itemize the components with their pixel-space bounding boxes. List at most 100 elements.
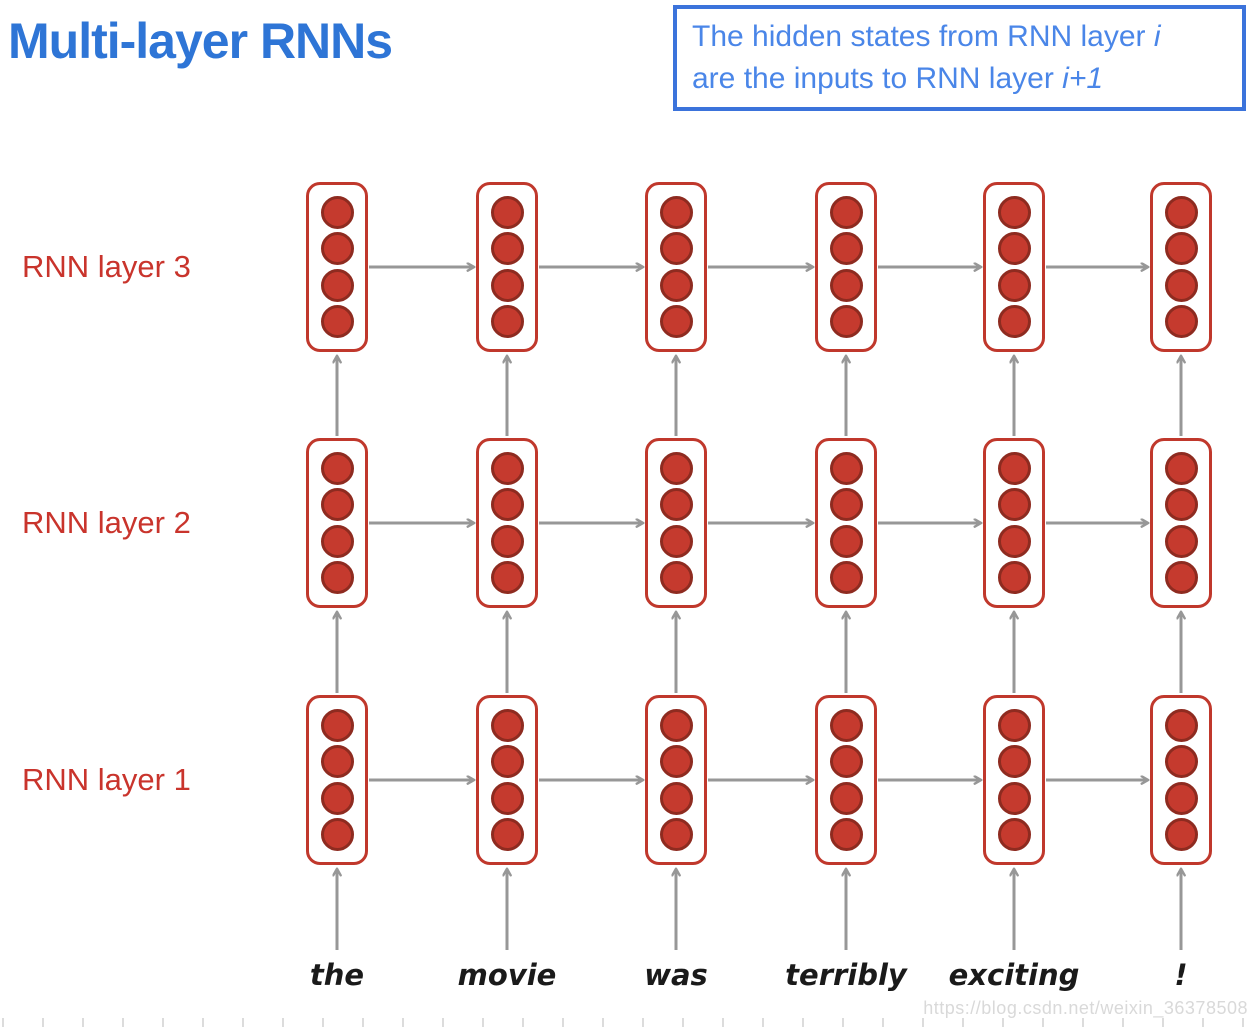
hidden-unit-circle <box>997 304 1031 338</box>
hidden-unit-circle <box>659 781 693 815</box>
page-title: Multi-layer RNNs <box>8 13 393 69</box>
hidden-unit-circle <box>659 709 693 742</box>
hidden-unit-circle <box>997 196 1031 229</box>
hidden-unit-circle <box>659 817 693 851</box>
input-word: was <box>644 958 708 992</box>
hidden-unit-circle <box>320 452 354 485</box>
rnn-cell-box <box>983 182 1045 352</box>
hidden-unit-circle <box>659 304 693 338</box>
hidden-unit-circle <box>320 781 354 815</box>
hidden-unit-circle <box>490 268 524 302</box>
hidden-unit-circle <box>997 560 1031 594</box>
callout-line-2-var: i+1 <box>1062 62 1104 95</box>
rnn-cell-box <box>476 695 538 865</box>
hidden-unit-circle <box>1164 524 1198 558</box>
rnn-cell-box <box>1150 182 1212 352</box>
hidden-unit-circle <box>829 268 863 302</box>
rnn-cell-box <box>815 695 877 865</box>
callout-line-1-var: i <box>1153 20 1161 53</box>
hidden-unit-circle <box>997 709 1031 742</box>
input-word: exciting <box>948 958 1080 992</box>
rnn-cell-box <box>983 438 1045 608</box>
callout-line-2-text: are the inputs to RNN layer <box>692 62 1063 95</box>
hidden-unit-circle <box>1164 196 1198 229</box>
hidden-unit-circle <box>320 817 354 851</box>
rnn-cell-box <box>1150 695 1212 865</box>
hidden-unit-circle <box>829 745 863 779</box>
rnn-cell-box <box>1150 438 1212 608</box>
rnn-cell-box <box>476 438 538 608</box>
layer-label: RNN layer 1 <box>22 762 191 797</box>
hidden-unit-circle <box>829 781 863 815</box>
callout-line-1: The hidden states from RNN layer i <box>692 16 1227 58</box>
hidden-unit-circle <box>659 452 693 485</box>
hidden-unit-circle <box>320 560 354 594</box>
rnn-cell-box <box>306 182 368 352</box>
rnn-cell-box <box>306 438 368 608</box>
hidden-unit-circle <box>490 488 524 522</box>
callout-line-1-text: The hidden states from RNN layer <box>692 20 1154 53</box>
rnn-cell-box <box>306 695 368 865</box>
hidden-unit-circle <box>829 196 863 229</box>
hidden-unit-circle <box>659 560 693 594</box>
hidden-unit-circle <box>1164 709 1198 742</box>
rnn-cell-box <box>645 438 707 608</box>
rnn-cell-box <box>645 182 707 352</box>
hidden-unit-circle <box>490 452 524 485</box>
hidden-unit-circle <box>1164 560 1198 594</box>
hidden-unit-circle <box>320 232 354 266</box>
layer-label: RNN layer 3 <box>22 249 191 284</box>
hidden-unit-circle <box>320 488 354 522</box>
hidden-unit-circle <box>997 817 1031 851</box>
hidden-unit-circle <box>1164 304 1198 338</box>
hidden-unit-circle <box>997 488 1031 522</box>
hidden-unit-circle <box>1164 452 1198 485</box>
rnn-cell-box <box>815 438 877 608</box>
rnn-cell-box <box>983 695 1045 865</box>
hidden-unit-circle <box>659 268 693 302</box>
hidden-unit-circle <box>320 196 354 229</box>
watermark: https://blog.csdn.net/weixin_36378508 <box>923 998 1248 1018</box>
hidden-unit-circle <box>490 560 524 594</box>
layer-label: RNN layer 2 <box>22 505 191 540</box>
hidden-unit-circle <box>997 745 1031 779</box>
input-word: movie <box>457 958 557 992</box>
hidden-unit-circle <box>659 524 693 558</box>
hidden-unit-circle <box>320 709 354 742</box>
hidden-unit-circle <box>320 304 354 338</box>
hidden-unit-circle <box>829 524 863 558</box>
hidden-unit-circle <box>1164 781 1198 815</box>
hidden-unit-circle <box>320 745 354 779</box>
hidden-unit-circle <box>490 817 524 851</box>
hidden-unit-circle <box>829 304 863 338</box>
hidden-unit-circle <box>829 709 863 742</box>
hidden-unit-circle <box>659 232 693 266</box>
hidden-unit-circle <box>997 524 1031 558</box>
hidden-unit-circle <box>490 524 524 558</box>
hidden-unit-circle <box>320 524 354 558</box>
hidden-unit-circle <box>320 268 354 302</box>
input-word: the <box>309 958 365 992</box>
hidden-unit-circle <box>829 452 863 485</box>
hidden-unit-circle <box>490 745 524 779</box>
input-word: ! <box>1174 958 1188 992</box>
hidden-unit-circle <box>829 817 863 851</box>
hidden-unit-circle <box>997 452 1031 485</box>
hidden-unit-circle <box>490 304 524 338</box>
hidden-unit-circle <box>829 232 863 266</box>
hidden-unit-circle <box>997 268 1031 302</box>
hidden-unit-circle <box>1164 232 1198 266</box>
hidden-unit-circle <box>490 196 524 229</box>
hidden-unit-circle <box>490 781 524 815</box>
hidden-unit-circle <box>1164 488 1198 522</box>
hidden-unit-circle <box>997 232 1031 266</box>
hidden-unit-circle <box>490 232 524 266</box>
rnn-cell-box <box>645 695 707 865</box>
input-word: terribly <box>785 958 907 992</box>
hidden-unit-circle <box>659 745 693 779</box>
hidden-unit-circle <box>659 196 693 229</box>
callout-box: The hidden states from RNN layer i are t… <box>673 5 1246 111</box>
hidden-unit-circle <box>1164 817 1198 851</box>
